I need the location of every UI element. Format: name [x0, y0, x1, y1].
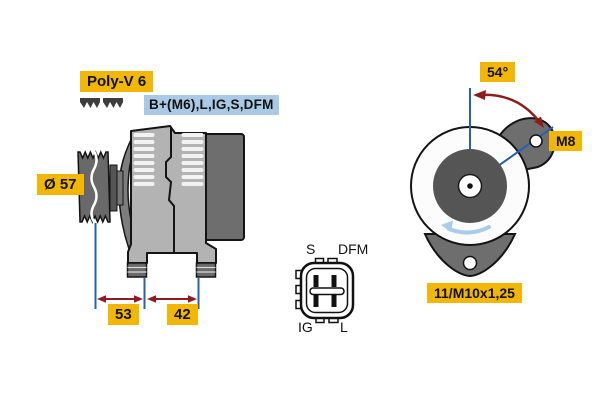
pin-label-dfm: DFM: [338, 241, 369, 257]
vent-slots: [133, 133, 204, 186]
mounting-feet: [126, 262, 217, 278]
bolt-hole-bottom: [462, 255, 478, 271]
belt-type-label: Poly-V 6: [80, 71, 154, 93]
dimension-42-label: 42: [167, 304, 198, 326]
mounting-lug-bottom: [423, 233, 517, 278]
connector-key-bar: [309, 287, 345, 296]
connector-tabs: [295, 257, 339, 324]
dimension-arrow-42: [147, 295, 197, 303]
alternator-side-view: [77, 98, 245, 309]
shaft-collar: [116, 170, 124, 206]
pulley-break-line: [90, 150, 98, 223]
housing-seam: [165, 127, 175, 252]
belt-profile-icon: [80, 98, 123, 108]
dimension-arrow-53: [97, 295, 143, 303]
bolt-size-label: M8: [549, 131, 583, 152]
mounting-foot-rear: [195, 262, 217, 278]
pin-label-ig: IG: [298, 319, 313, 335]
mount-angle-label: 54°: [480, 62, 516, 83]
shaft-center-dot: [467, 183, 473, 189]
thread-spec-label: 11/M10x1,25: [427, 283, 522, 304]
pulley-diameter-label: Ø 57: [37, 174, 84, 196]
terminal-label: B+(M6),L,IG,S,DFM: [144, 95, 279, 115]
pin-label-s: S: [306, 241, 316, 257]
alternator-rear-view: [410, 88, 556, 278]
shaft-spacer: [109, 164, 118, 212]
extension-lines: [94, 223, 200, 309]
connector-inner-wall: [305, 267, 349, 314]
angle-arc-arrow: [473, 90, 544, 128]
bolt-hole-m8: [529, 134, 543, 148]
rear-cover: [203, 133, 245, 241]
rotation-arrow: [441, 220, 491, 235]
mounting-foot-front: [126, 262, 148, 278]
connector-view: [295, 257, 355, 324]
dimension-53-label: 53: [108, 304, 139, 326]
connector-pins: [313, 275, 337, 307]
pin-label-l: L: [340, 319, 348, 335]
